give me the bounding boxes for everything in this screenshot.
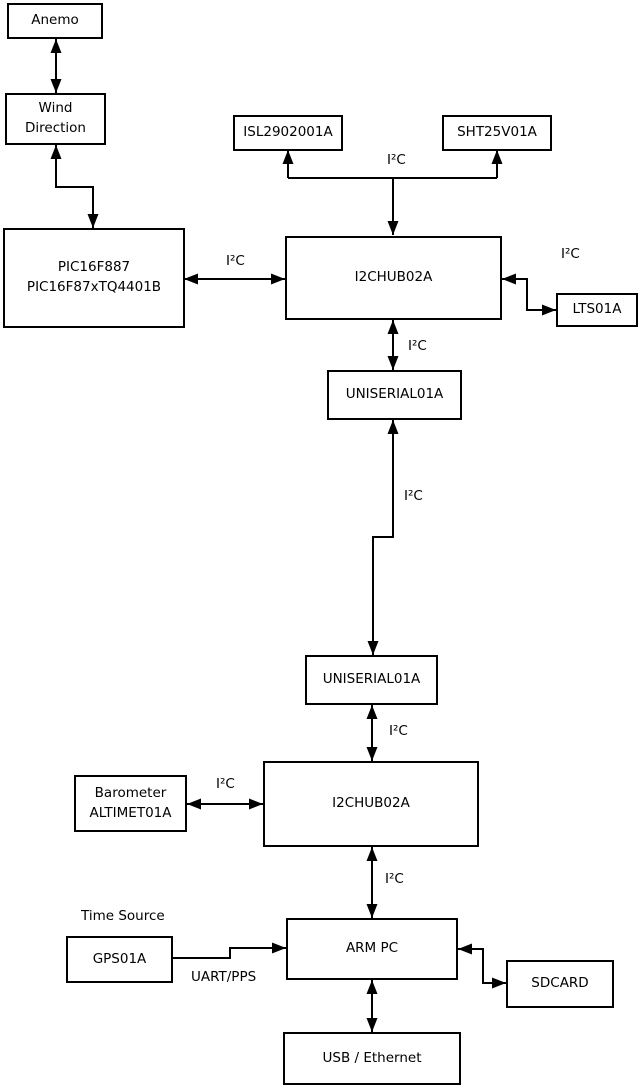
edge-wind-direction-pic bbox=[50, 145, 99, 228]
edge-label-uart-pps: UART/PPS bbox=[191, 969, 257, 985]
node-uniserial2: UNISERIAL01A bbox=[305, 655, 438, 705]
edge-label-i2c-uniserial-link: I²C bbox=[404, 488, 423, 504]
node-anemo: Anemo bbox=[7, 3, 103, 39]
node-anemo-label: Anemo bbox=[31, 12, 79, 29]
edge-armpc-sdcard bbox=[458, 943, 506, 989]
edge-label-i2c-hub2-armpc: I²C bbox=[385, 871, 404, 887]
node-sdcard: SDCARD bbox=[506, 960, 614, 1008]
edge-uniserial2-hub2 bbox=[366, 705, 378, 761]
node-barometer-label-line2: ALTIMET01A bbox=[89, 804, 172, 821]
node-gps-label: GPS01A bbox=[92, 950, 147, 967]
edge-armpc-usb-ethernet bbox=[366, 980, 378, 1032]
node-hub1-label: I2CHUB02A bbox=[354, 269, 433, 286]
node-wind-direction: Wind Direction bbox=[5, 93, 106, 145]
node-hub2: I2CHUB02A bbox=[263, 761, 479, 847]
annotation-time-source: Time Source bbox=[81, 908, 165, 924]
node-uniserial1: UNISERIAL01A bbox=[327, 370, 462, 420]
edge-label-i2c-barometer-hub2: I²C bbox=[216, 776, 235, 792]
edge-hub1-sensor-bus bbox=[282, 150, 503, 235]
node-barometer-label-line1: Barometer bbox=[94, 784, 167, 801]
edge-label-i2c-hub1-lts: I²C bbox=[561, 246, 580, 262]
node-arm-pc: ARM PC bbox=[286, 918, 458, 980]
node-sht: SHT25V01A bbox=[442, 115, 552, 151]
node-isl-label: ISL2902001A bbox=[243, 124, 333, 141]
node-usb-ethernet: USB / Ethernet bbox=[283, 1032, 461, 1085]
edge-anemo-wind-direction bbox=[50, 39, 62, 93]
node-isl: ISL2902001A bbox=[233, 115, 343, 151]
edge-pic-hub1 bbox=[184, 273, 285, 285]
edge-hub2-armpc bbox=[366, 847, 378, 918]
node-wind-direction-label-line1: Wind bbox=[38, 100, 73, 117]
edge-label-i2c-uniserial2-hub2: I²C bbox=[389, 723, 408, 739]
node-pic: PIC16F887 PIC16F87xTQ4401B bbox=[3, 228, 185, 328]
node-uniserial1-label: UNISERIAL01A bbox=[345, 386, 444, 403]
node-hub1: I2CHUB02A bbox=[285, 236, 502, 320]
node-sdcard-label: SDCARD bbox=[531, 975, 589, 992]
node-barometer: Barometer ALTIMET01A bbox=[74, 775, 187, 832]
edge-hub1-lts bbox=[502, 273, 556, 316]
node-usb-ethernet-label: USB / Ethernet bbox=[322, 1049, 422, 1066]
node-lts-label: LTS01A bbox=[572, 301, 622, 318]
edge-gps-armpc bbox=[173, 942, 286, 959]
node-wind-direction-label-line2: Direction bbox=[25, 120, 86, 136]
node-gps: GPS01A bbox=[66, 936, 173, 983]
node-pic-label-line2: PIC16F87xTQ4401B bbox=[26, 279, 162, 295]
edge-label-i2c-pic-hub1: I²C bbox=[226, 253, 245, 269]
edge-label-i2c-sensor-bus: I²C bbox=[387, 152, 406, 168]
edge-label-i2c-hub1-uniserial1: I²C bbox=[408, 338, 427, 354]
node-hub2-label: I2CHUB02A bbox=[332, 795, 410, 812]
edge-hub1-uniserial1 bbox=[387, 320, 399, 370]
node-uniserial2-label: UNISERIAL01A bbox=[322, 671, 421, 688]
node-pic-label-line1: PIC16F887 bbox=[57, 259, 131, 276]
node-arm-pc-label: ARM PC bbox=[345, 940, 399, 957]
node-lts: LTS01A bbox=[556, 293, 638, 327]
node-sht-label: SHT25V01A bbox=[457, 124, 537, 141]
edge-barometer-hub2 bbox=[187, 798, 263, 810]
edge-uniserial1-uniserial2 bbox=[367, 420, 399, 655]
